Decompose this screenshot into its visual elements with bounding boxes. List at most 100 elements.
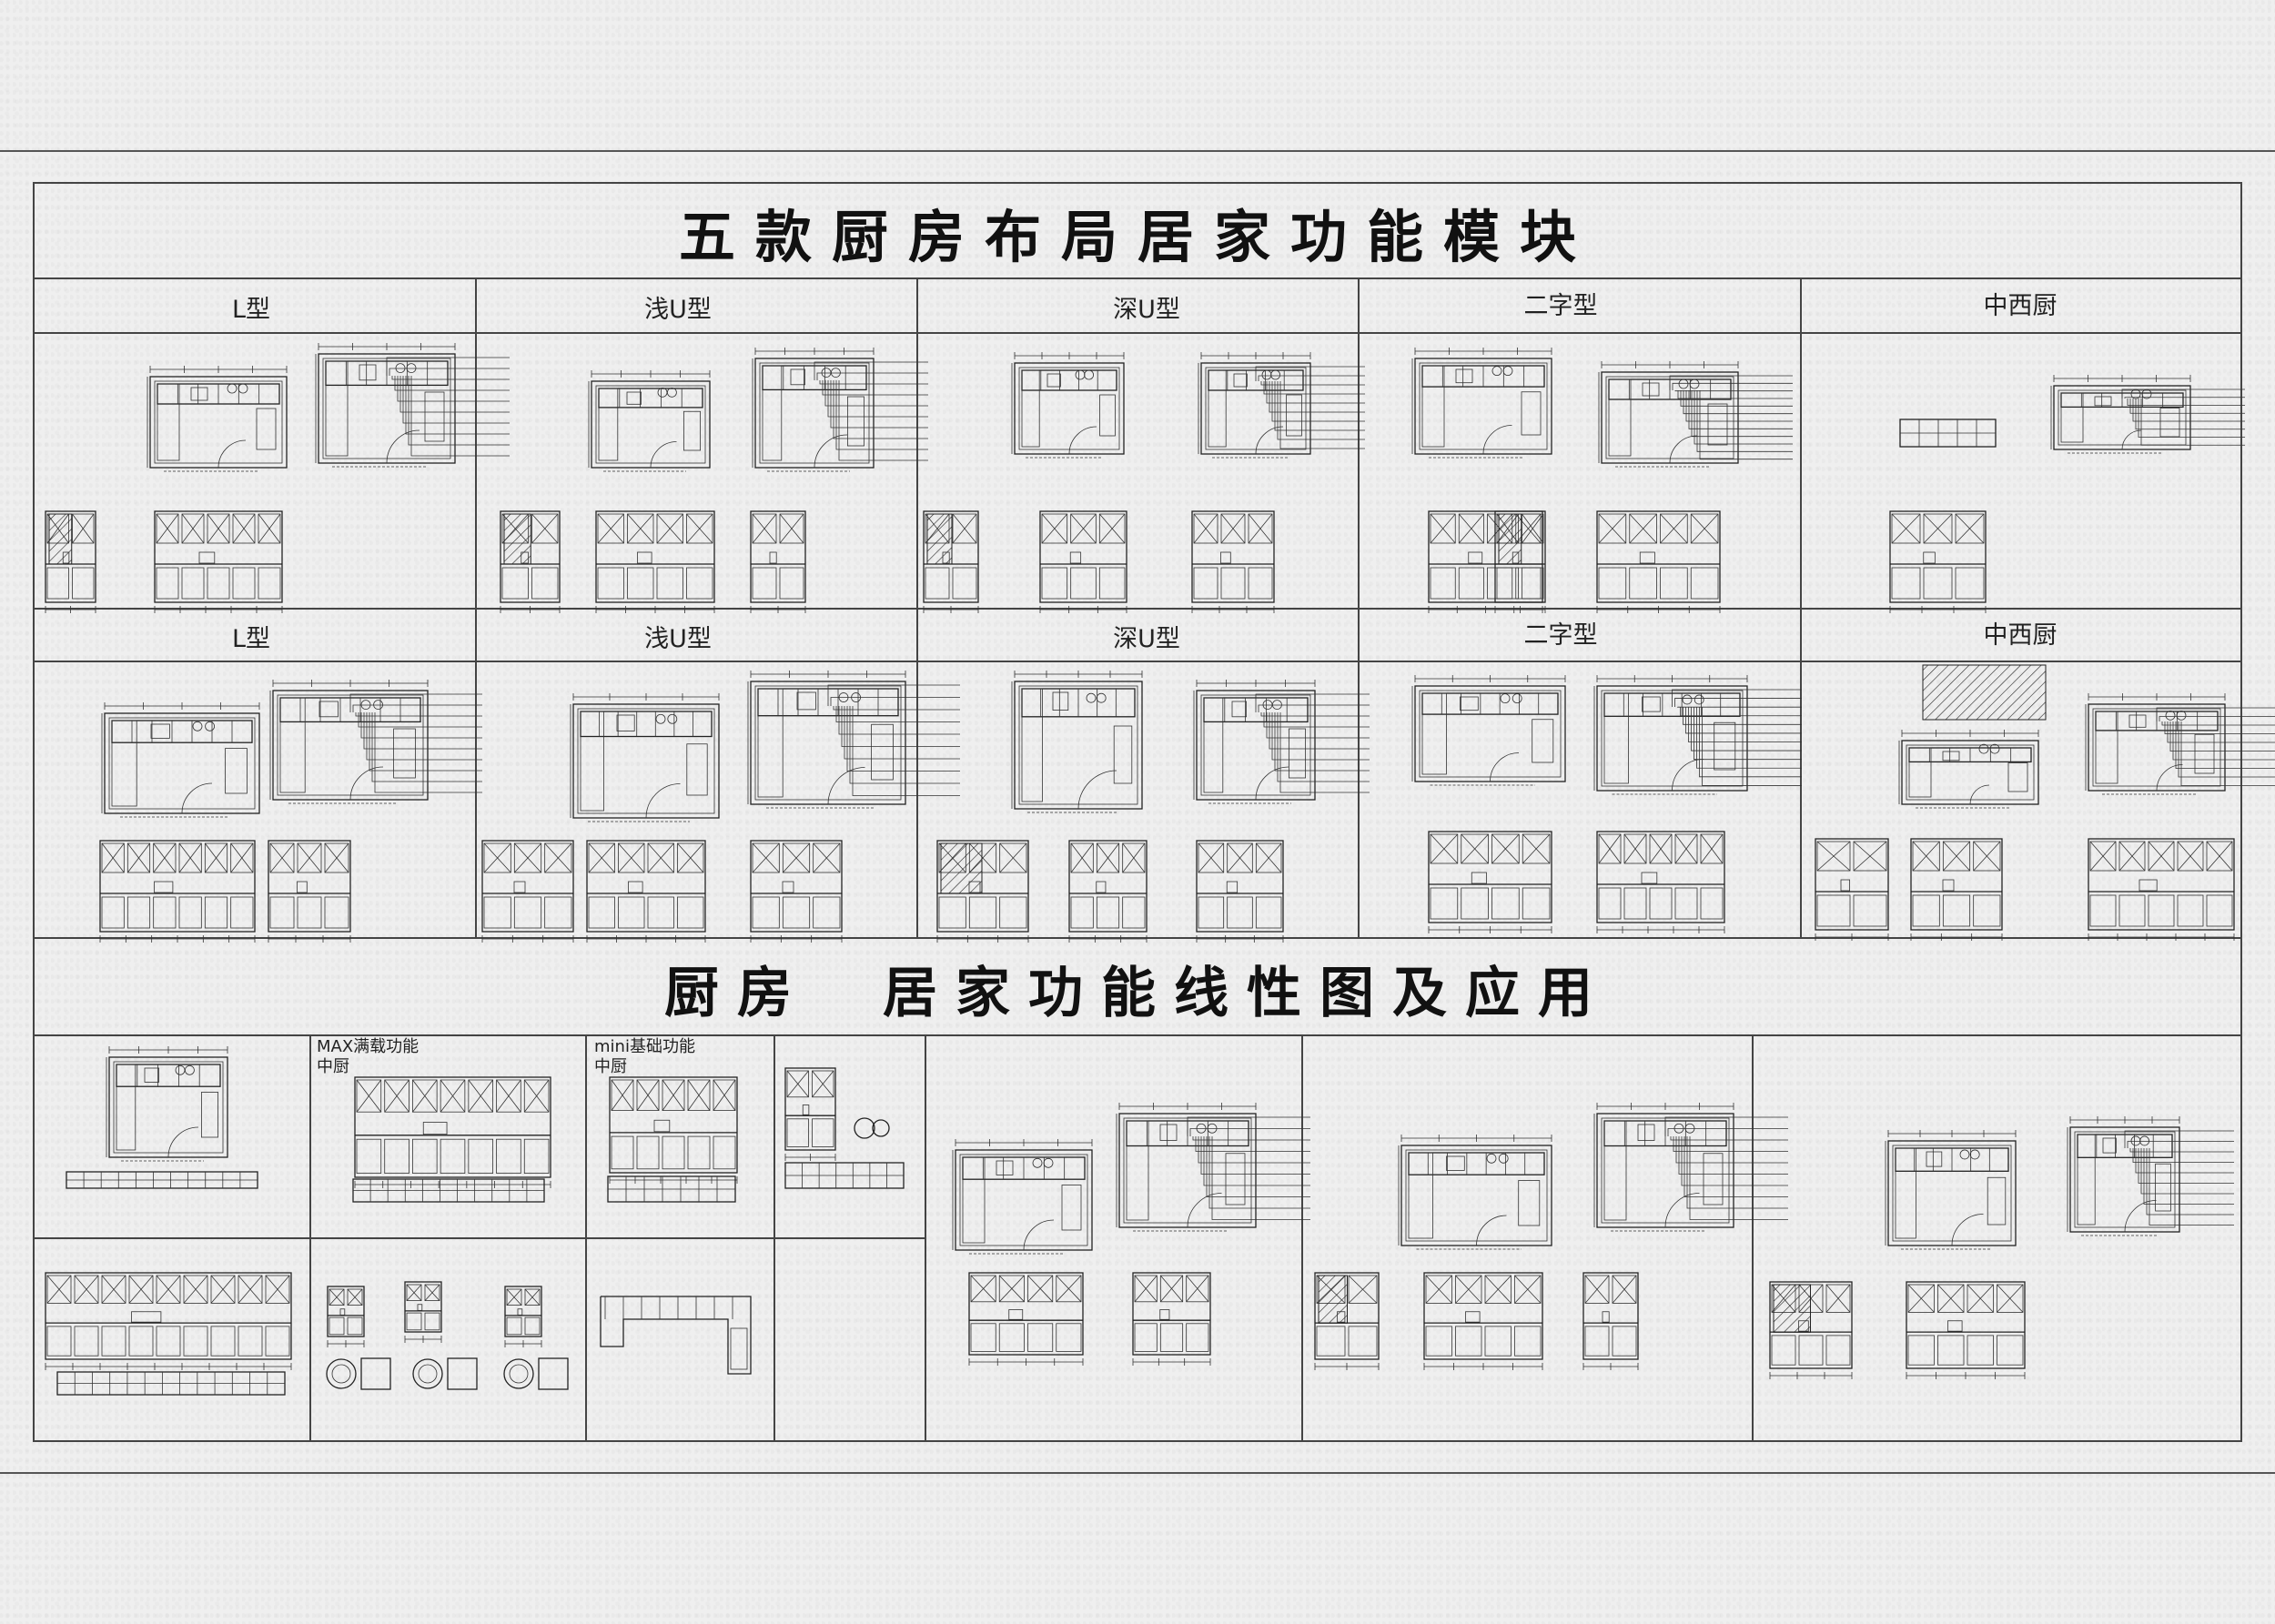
grid-line <box>1301 1034 1303 1442</box>
floor-plan-drawing <box>2067 1116 2234 1236</box>
grid-line <box>33 937 2242 939</box>
elevation-drawing <box>586 840 706 943</box>
elevation-drawing <box>609 1076 738 1184</box>
floor-plan-drawing <box>588 370 711 472</box>
floor-plan-drawing <box>1885 1130 2017 1250</box>
elevation-drawing <box>1906 1281 2026 1379</box>
floor-plan-drawing <box>147 366 288 472</box>
elevation-drawing <box>154 510 283 613</box>
floor-plan-drawing <box>2085 693 2275 795</box>
floor-plan-drawing <box>1898 730 2039 809</box>
grid-line <box>33 277 2242 279</box>
floor-plan-drawing <box>1411 348 1552 459</box>
max-label-line: 中厨 <box>317 1057 349 1076</box>
floor-plan-drawing <box>1011 671 1143 813</box>
elevation-drawing <box>1196 840 1284 943</box>
mini-label-line: 中厨 <box>594 1057 627 1076</box>
floor-plan-drawing <box>1598 361 1793 468</box>
max-label-line: MAX满载功能 <box>317 1037 420 1056</box>
title-block-frame <box>33 182 2242 1442</box>
elevation-drawing <box>404 1281 442 1343</box>
elevation-drawing <box>1494 510 1546 613</box>
u-layout-drawing <box>600 1296 752 1375</box>
elevation-drawing <box>45 1272 292 1370</box>
elevation-drawing <box>504 1286 542 1347</box>
column-label: 二字型 <box>1523 621 1598 650</box>
elevation-drawing <box>595 510 715 613</box>
elevation-drawing <box>1596 510 1721 613</box>
appliance-drawing <box>326 1357 391 1390</box>
elevation-drawing <box>1132 1272 1211 1366</box>
elevation-drawing <box>1889 510 1987 613</box>
linear-elevation-drawing <box>66 1171 258 1189</box>
linear-elevation-drawing <box>352 1178 545 1203</box>
mini-label: mini基础功能 中厨 <box>594 1037 695 1077</box>
grid-line <box>1800 277 1802 937</box>
elevation-drawing <box>784 1067 836 1161</box>
grid-line <box>33 608 2242 610</box>
appliance-drawing <box>412 1357 478 1390</box>
floor-plan-drawing <box>315 343 510 468</box>
grid-line <box>33 1034 2242 1036</box>
hatched-area-drawing <box>1922 664 2047 721</box>
floor-plan-drawing <box>1398 1135 1552 1250</box>
floor-plan-drawing <box>1011 352 1125 459</box>
elevation-drawing <box>500 510 561 613</box>
column-label: 中西厨 <box>1983 621 2058 650</box>
linear-elevation-drawing <box>56 1371 286 1396</box>
column-label: 深U型 <box>1113 296 1180 324</box>
floor-plan-drawing <box>570 693 720 822</box>
elevation-drawing <box>968 1272 1084 1366</box>
floor-plan-drawing <box>1411 675 1566 786</box>
grid-line <box>33 332 2242 334</box>
elevation-drawing <box>1191 510 1275 613</box>
elevation-drawing <box>2088 838 2235 941</box>
elevation-drawing <box>45 510 96 613</box>
floor-plan-drawing <box>952 1139 1093 1255</box>
column-label: 中西厨 <box>1983 292 2058 320</box>
column-label: 二字型 <box>1523 292 1598 320</box>
linear-elevation-drawing <box>607 1175 736 1203</box>
floor-plan-drawing <box>752 348 928 472</box>
column-label: L型 <box>231 625 271 653</box>
column-label: 浅U型 <box>644 296 712 324</box>
floor-plan-drawing <box>2050 375 2245 454</box>
elevation-drawing <box>481 840 574 943</box>
appliance-drawing <box>503 1357 569 1390</box>
floor-plan-drawing <box>101 702 260 818</box>
max-label: MAX满载功能 中厨 <box>317 1037 419 1077</box>
grid-line <box>774 1034 775 1442</box>
elevation-drawing <box>327 1286 365 1347</box>
elevation-drawing <box>1068 840 1148 943</box>
grid-line <box>585 1034 587 1442</box>
column-label: L型 <box>231 296 271 324</box>
elevation-drawing <box>1582 1272 1639 1370</box>
floor-plan-drawing <box>747 671 960 809</box>
column-label: 深U型 <box>1113 625 1180 653</box>
floor-plan-drawing <box>1593 675 1802 795</box>
grid-line <box>925 1034 926 1442</box>
mini-label-line: mini基础功能 <box>594 1037 695 1056</box>
elevation-drawing <box>268 840 351 943</box>
floor-plan-drawing <box>269 680 482 804</box>
floor-plan-drawing <box>1116 1103 1310 1232</box>
floor-plan-drawing <box>1593 1103 1788 1232</box>
grid-line <box>1358 277 1360 937</box>
elevation-drawing <box>750 510 806 613</box>
grid-line <box>475 277 477 937</box>
linear-elevation-drawing <box>1899 419 1997 448</box>
grid-line <box>1752 1034 1754 1442</box>
grid-line <box>33 661 2242 662</box>
elevation-drawing <box>1039 510 1127 613</box>
elevation-drawing <box>936 840 1029 943</box>
grid-line <box>33 1237 925 1239</box>
elevation-drawing <box>750 840 843 943</box>
elevation-drawing <box>1910 838 2003 941</box>
drawing-sheet <box>0 150 2275 1474</box>
elevation-drawing <box>923 510 979 613</box>
elevation-drawing <box>1314 1272 1380 1370</box>
column-label: 浅U型 <box>644 625 712 653</box>
linear-elevation-drawing <box>784 1162 905 1189</box>
grid-line <box>309 1034 311 1442</box>
elevation-drawing <box>1423 1272 1543 1370</box>
